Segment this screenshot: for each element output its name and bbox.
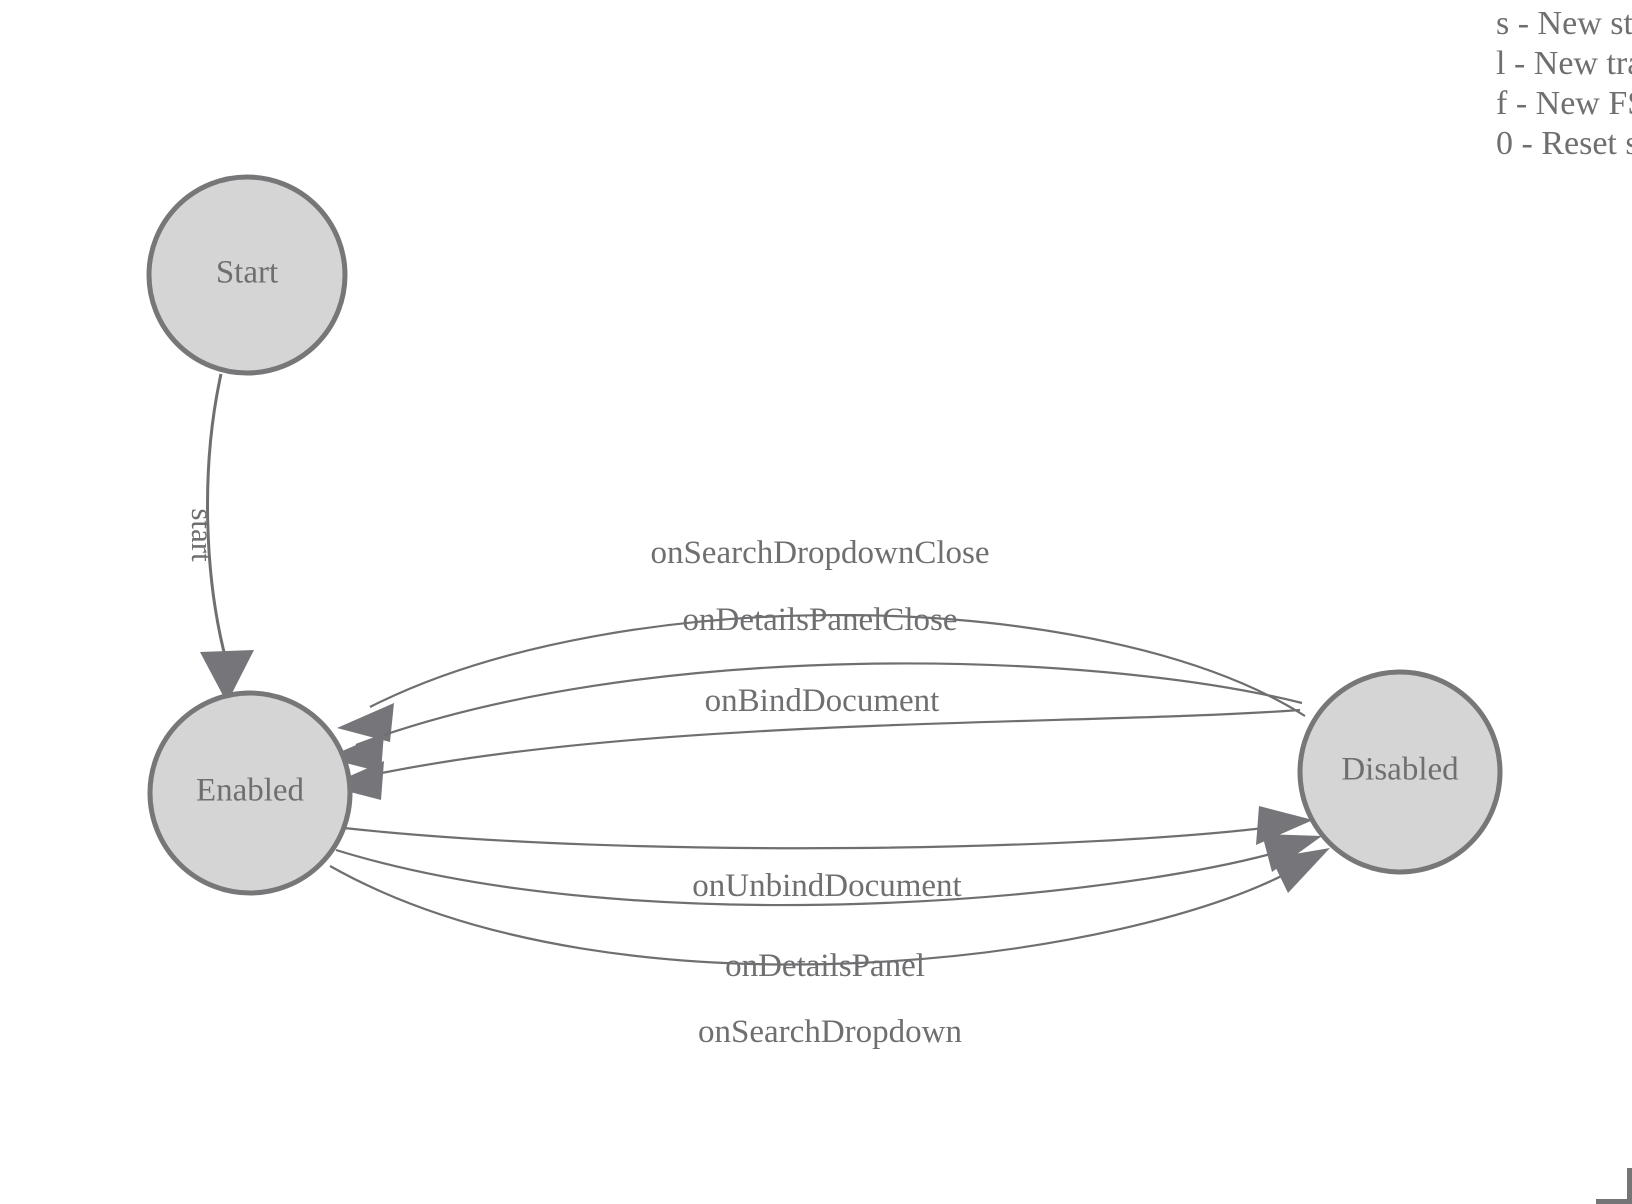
help-overlay: s - New sta l - New tran f - New FS 0 - …	[1486, 0, 1632, 164]
edge-group-enabled-to-disabled	[329, 806, 1330, 966]
help-line-new-transition: l - New tran	[1496, 45, 1632, 82]
edge-onDetailsPanelClose[interactable]	[355, 662, 1303, 747]
help-line-new-fsm: f - New FS	[1496, 85, 1632, 122]
edge-label-onDetailsPanel: onDetailsPanel	[725, 948, 925, 984]
edge-onSearchDropdownClose[interactable]	[369, 614, 1306, 717]
edge-group-start-to-enabled	[200, 373, 254, 703]
edge-label-onDetailsPanelClose: onDetailsPanelClose	[683, 602, 958, 638]
arrow-head-onDetailsPanelClose	[326, 733, 384, 772]
node-start[interactable]: Start	[146, 174, 348, 376]
node-start-label: Start	[216, 255, 278, 291]
help-line-new-state: s - New sta	[1496, 5, 1632, 42]
edge-label-onSearchDropdownClose: onSearchDropdownClose	[650, 535, 989, 571]
edge-group-disabled-to-enabled	[326, 614, 1306, 800]
edge-onUnbindDocument[interactable]	[343, 824, 1281, 850]
node-enabled-label: Enabled	[196, 773, 305, 809]
edge-onBindDocument[interactable]	[357, 708, 1301, 780]
node-enabled[interactable]: Enabled	[147, 690, 353, 896]
help-line-reset-scene: 0 - Reset sc	[1496, 125, 1632, 162]
edge-label-start: start	[185, 508, 220, 562]
edge-onDetailsPanel[interactable]	[335, 846, 1293, 907]
node-disabled-label: Disabled	[1341, 752, 1459, 788]
arrow-head-onSearchDropdownClose	[337, 703, 394, 742]
node-start-circle[interactable]	[146, 174, 348, 376]
edge-label-onBindDocument: onBindDocument	[705, 683, 940, 719]
edge-label-onUnbindDocument: onUnbindDocument	[692, 868, 961, 904]
edge-onSearchDropdown[interactable]	[329, 865, 1301, 966]
edge-label-group: start onSearchDropdownClose onDetailsPan…	[185, 508, 990, 1050]
node-enabled-circle[interactable]	[147, 690, 353, 896]
arrow-head-start	[200, 650, 254, 703]
edge-start[interactable]	[206, 373, 228, 661]
edge-label-onSearchDropdown: onSearchDropdown	[698, 1014, 962, 1050]
arrow-head-onSearchDropdown	[1271, 848, 1330, 893]
resize-handle-icon[interactable]	[1596, 1168, 1632, 1204]
node-disabled-circle[interactable]	[1297, 669, 1503, 875]
arrow-head-onBindDocument	[327, 761, 384, 800]
node-disabled[interactable]: Disabled	[1297, 669, 1503, 875]
